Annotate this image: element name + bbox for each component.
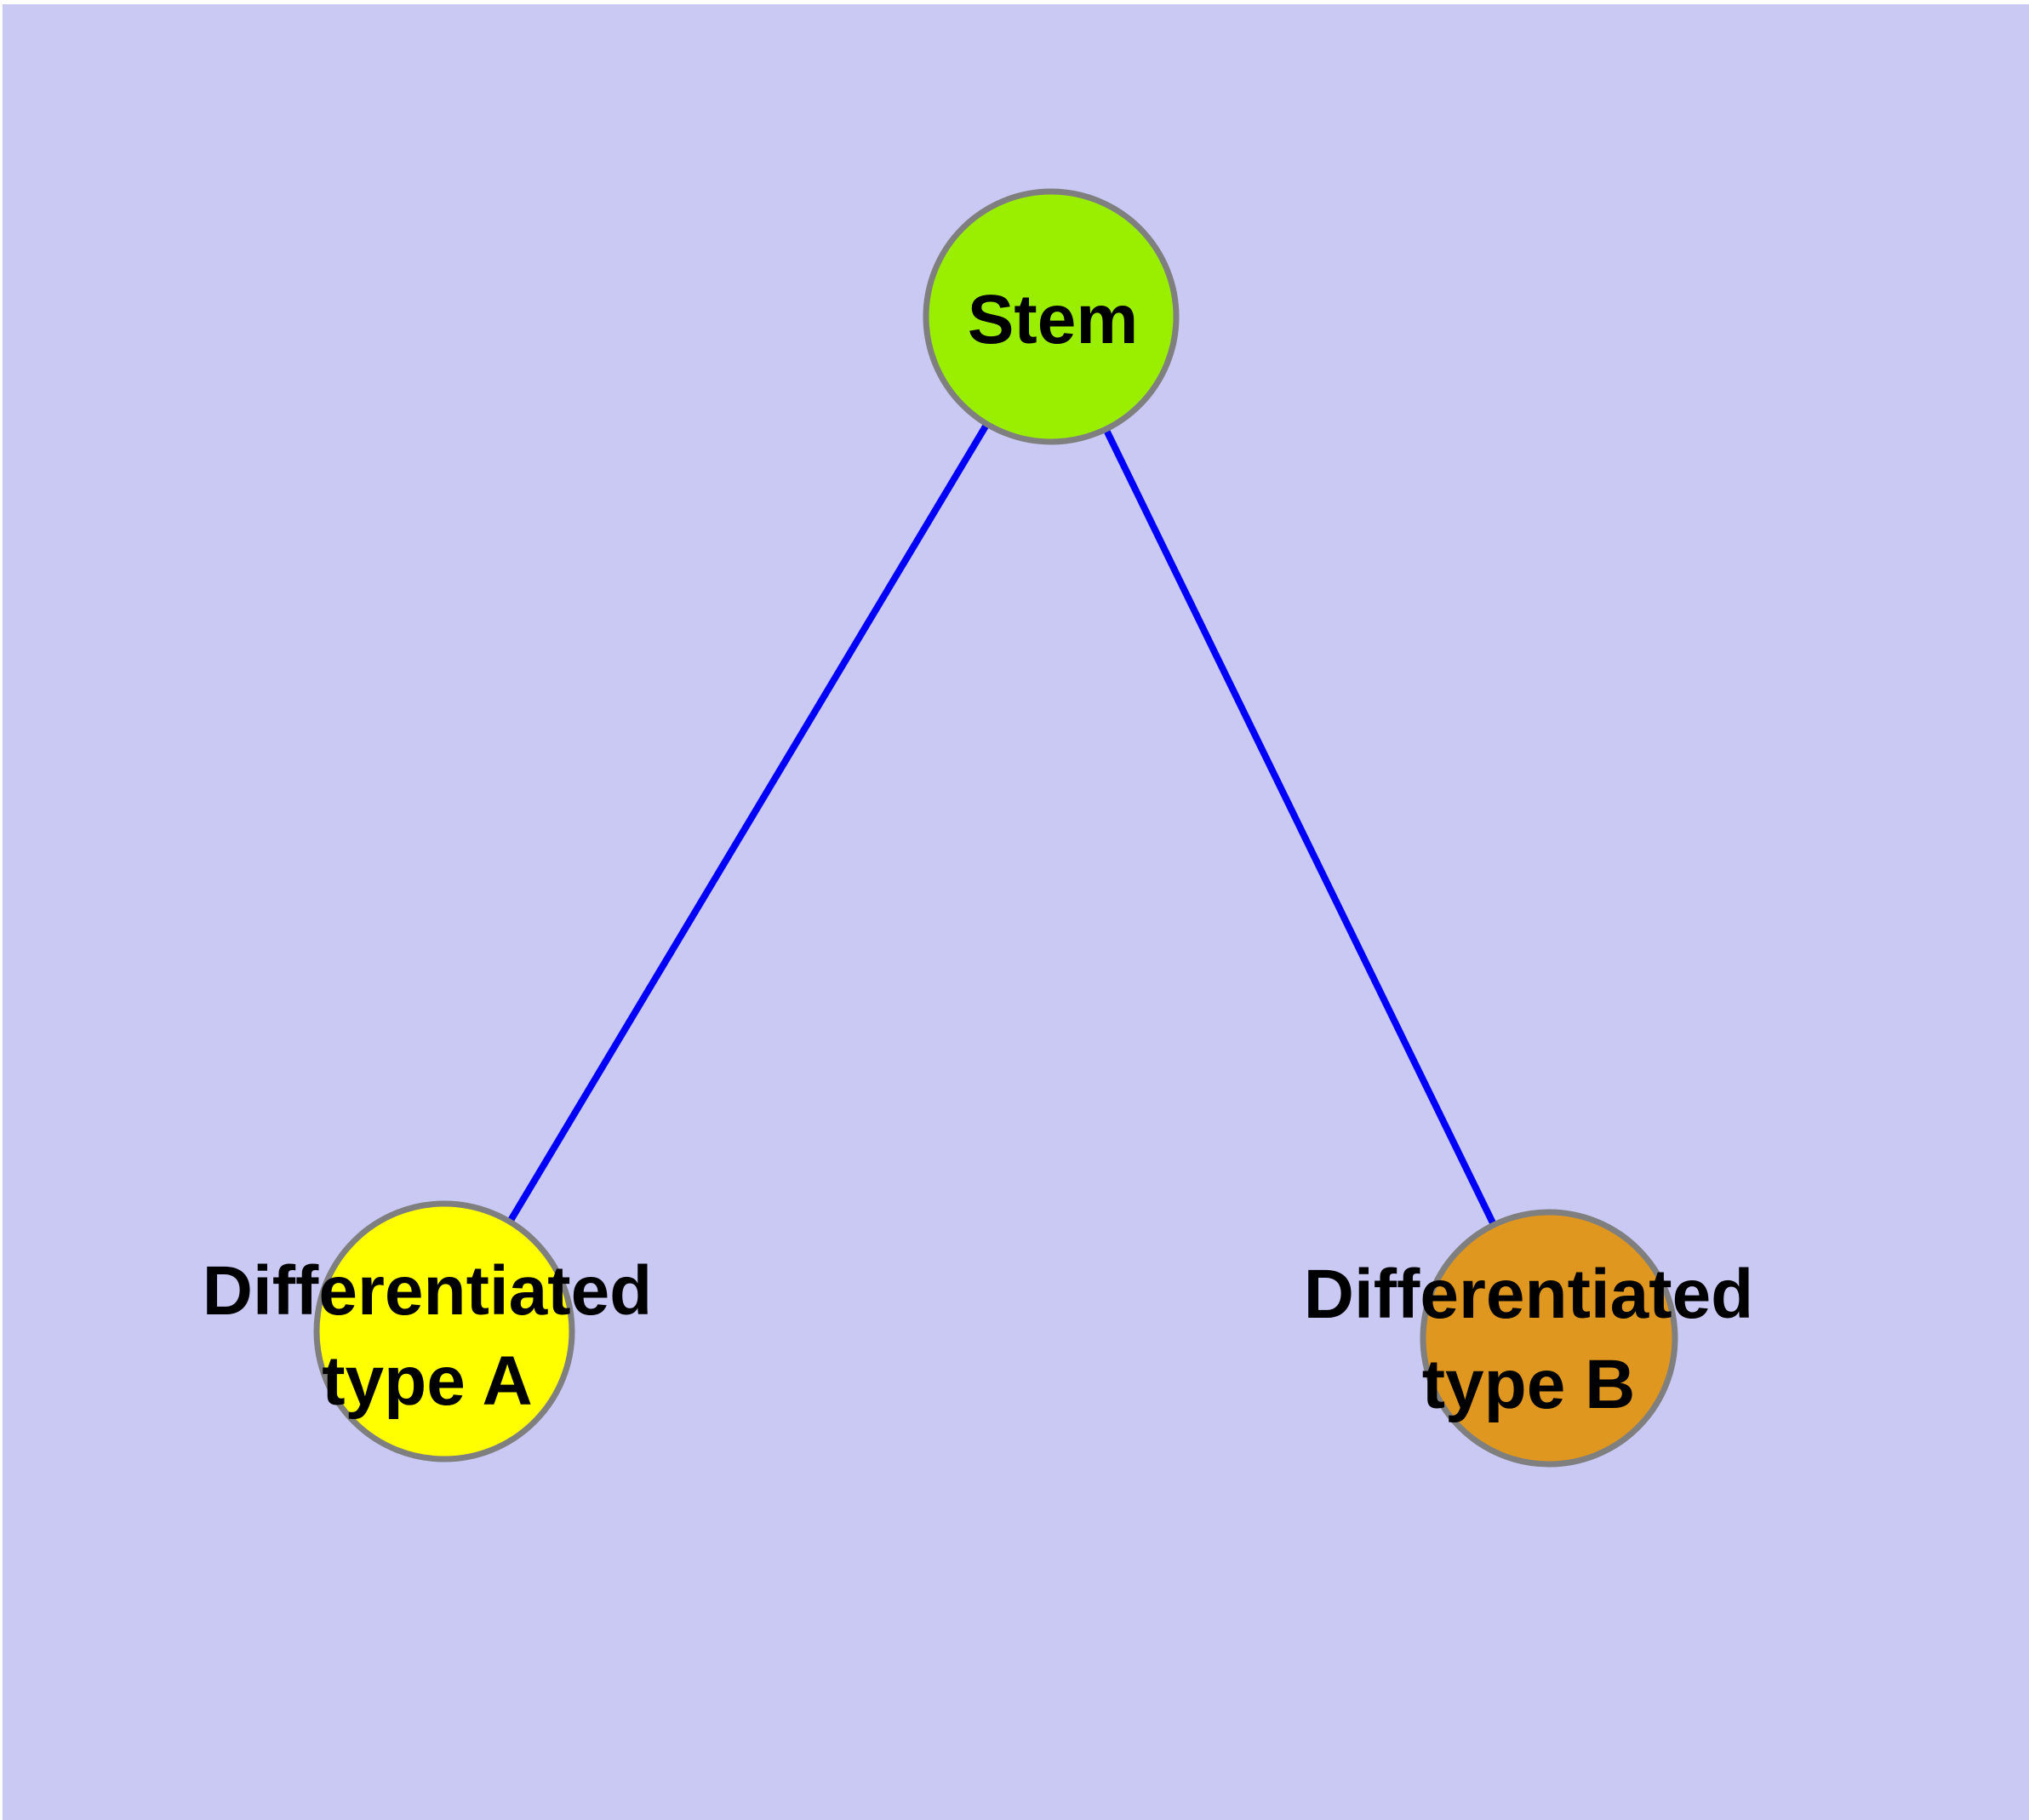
node-type-b-label-line-1: Differentiated — [1303, 1256, 1754, 1333]
node-type-b-label: Differentiated type B — [1304, 1250, 1754, 1430]
edge-stem-to-type-a — [441, 314, 1055, 1334]
edge-stem-to-type-b — [1048, 315, 1552, 1340]
node-type-b-circle — [1420, 1209, 1678, 1468]
node-stem-label-line: Stem — [967, 281, 1139, 358]
node-type-b-label-line-2: type B — [1421, 1346, 1636, 1423]
node-stem-circle — [923, 188, 1180, 445]
node-type-a-label-line-1: Differentiated — [202, 1252, 653, 1330]
node-stem-label: Stem — [968, 275, 1139, 365]
node-type-a-circle — [313, 1200, 575, 1462]
node-type-a-label-line-2: type A — [322, 1342, 533, 1420]
node-type-a-label: Differentiated type A — [203, 1246, 653, 1427]
